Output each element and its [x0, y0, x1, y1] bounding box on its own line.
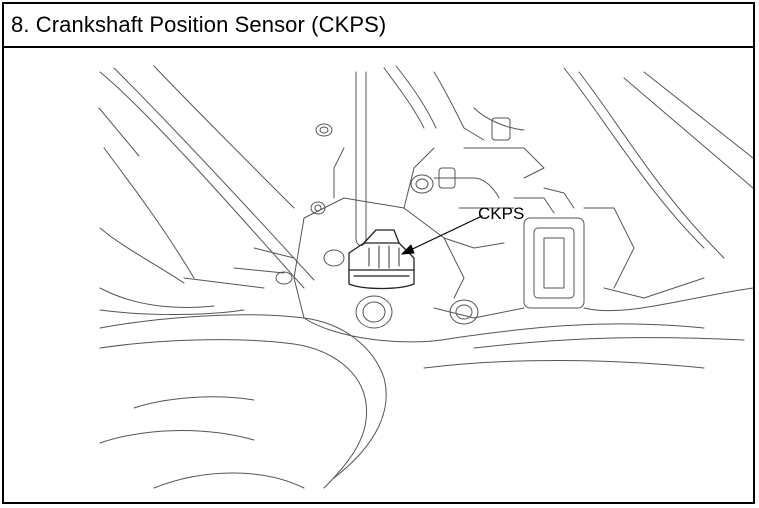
ckps-callout-label: CKPS — [478, 204, 525, 223]
page-title: 8. Crankshaft Position Sensor (CKPS) — [11, 12, 387, 37]
engine-illustration: CKPS — [4, 48, 753, 502]
engine-line-drawing-icon — [98, 65, 753, 489]
title-bar: 8. Crankshaft Position Sensor (CKPS) — [4, 4, 753, 48]
